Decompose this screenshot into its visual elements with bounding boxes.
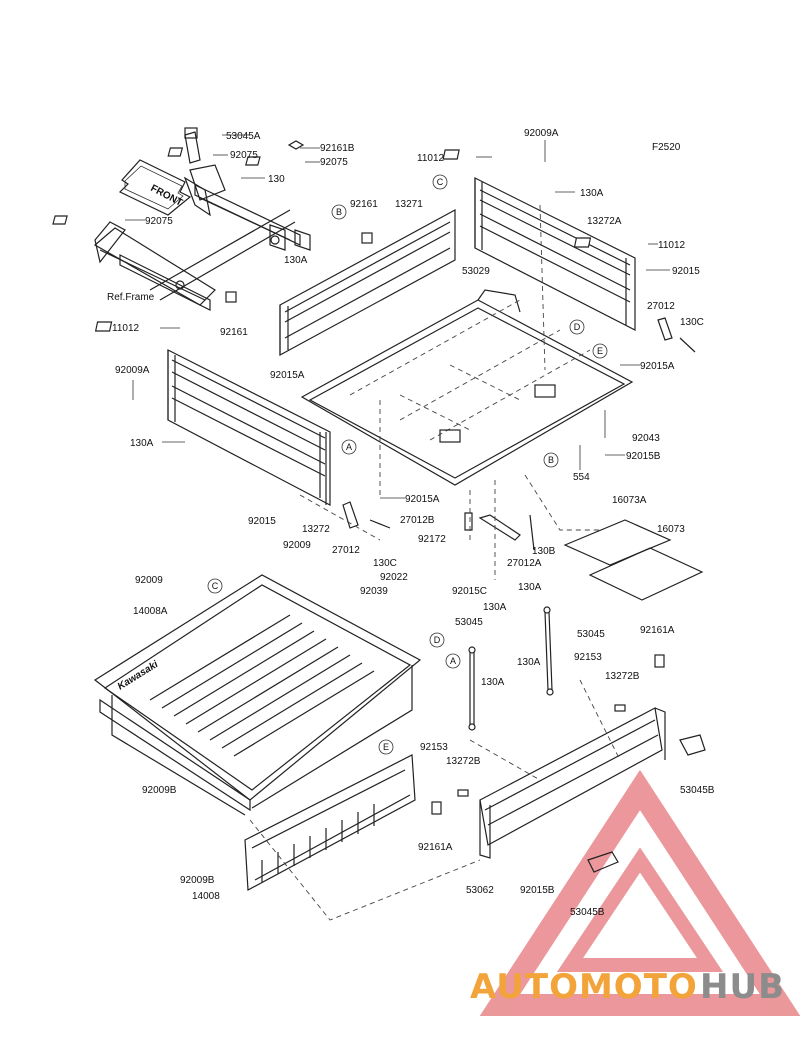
bed-brand-text: Kawasaki — [116, 659, 161, 693]
part-label: 53062 — [466, 885, 494, 896]
rubber-caps — [52, 140, 373, 303]
ref-circle-label: D — [434, 635, 441, 645]
part-label: 130A — [481, 677, 505, 688]
part-label: 130 — [268, 174, 285, 185]
part-label: 53045 — [455, 617, 483, 628]
part-label: 92015 — [672, 266, 700, 277]
part-label: 92153 — [574, 652, 602, 663]
bed-tub: Kawasaki — [93, 574, 422, 816]
part-label: 92172 — [418, 534, 446, 545]
frame-assembly: Ref.Frame — [93, 127, 311, 311]
part-label: 53045A — [226, 131, 261, 142]
part-label: 130C — [680, 317, 704, 328]
part-label: 16073 — [657, 524, 685, 535]
front-arrow-icon: FRONT — [118, 159, 192, 216]
part-label: 92009 — [283, 540, 311, 551]
deck-frame — [300, 289, 634, 486]
ref-circle-label: B — [336, 207, 342, 217]
part-label: 13271 — [395, 199, 423, 210]
part-label: 92161 — [220, 327, 248, 338]
ref-circle-label: A — [346, 442, 352, 452]
figure-code: F2520 — [652, 142, 681, 153]
ref-circle-label: C — [437, 177, 444, 187]
part-label: 92153 — [420, 742, 448, 753]
part-label: 92009 — [135, 575, 163, 586]
part-label: 27012 — [332, 545, 360, 556]
part-label: 27012A — [507, 558, 542, 569]
part-label: 92075 — [145, 216, 173, 227]
part-label: 130A — [518, 582, 542, 593]
left-side-panel — [94, 321, 331, 506]
rear-tailgate — [479, 707, 706, 873]
part-label: 53045B — [570, 907, 605, 918]
right-side-panel — [442, 149, 636, 331]
part-label: 130A — [284, 255, 308, 266]
part-label: 92161B — [320, 143, 355, 154]
watermark-text-secondary: HUB — [700, 967, 785, 1007]
part-label: 92015B — [520, 885, 555, 896]
part-label: 16073A — [612, 495, 647, 506]
part-label: 554 — [573, 472, 590, 483]
bed-ribs — [149, 614, 375, 757]
part-label: 92015C — [452, 586, 487, 597]
ref-circle-label: B — [548, 455, 554, 465]
part-label: 92009A — [524, 128, 559, 139]
ref-frame-label: Ref.Frame — [107, 292, 155, 303]
part-label: 92009B — [142, 785, 177, 796]
tailgate-panel — [244, 754, 416, 891]
part-label: 53029 — [462, 266, 490, 277]
watermark-text-primary: AUTOMOTO — [470, 967, 698, 1007]
part-label: 92015A — [640, 361, 675, 372]
part-label: 92161 — [350, 199, 378, 210]
part-label: 53045 — [577, 629, 605, 640]
part-label: 130A — [517, 657, 541, 668]
reference-circles: C B D E A B C D A E — [207, 174, 608, 755]
part-label: 13272B — [446, 756, 481, 767]
part-label: 92015B — [626, 451, 661, 462]
part-label: 14008 — [192, 891, 220, 902]
watermark: AUTOMOTO HUB — [470, 967, 785, 1007]
part-label: 11012 — [417, 153, 445, 164]
part-label: 92161A — [418, 842, 453, 853]
part-label: 13272A — [587, 216, 622, 227]
part-label: 130A — [130, 438, 154, 449]
part-label: 14008A — [133, 606, 168, 617]
ref-circle-label: C — [212, 581, 219, 591]
part-label: 92009B — [180, 875, 215, 886]
front-panel — [279, 208, 456, 357]
part-label: 11012 — [112, 323, 140, 334]
ref-circle-label: A — [450, 656, 456, 666]
part-label: 92009A — [115, 365, 150, 376]
part-label: 53045B — [680, 785, 715, 796]
part-label: 92043 — [632, 433, 660, 444]
part-label: 92161A — [640, 625, 675, 636]
part-label: 13272B — [605, 671, 640, 682]
part-label: 11012 — [658, 240, 686, 251]
part-label: 130B — [532, 546, 556, 557]
part-label: 92022 — [380, 572, 408, 583]
part-label: 92075 — [230, 150, 258, 161]
part-number-labels: 53045A 92075 92161B 92075 130 92161 1327… — [112, 128, 715, 918]
watermark-logo-icon — [479, 769, 800, 1016]
part-label: 92015 — [248, 516, 276, 527]
part-label: 27012 — [647, 301, 675, 312]
leader-lines — [125, 134, 670, 921]
part-label: 92039 — [360, 586, 388, 597]
part-label: 130C — [373, 558, 397, 569]
ref-circle-label: E — [383, 742, 389, 752]
ref-circle-label: E — [597, 346, 603, 356]
part-label: 130A — [580, 188, 604, 199]
part-label: 92015A — [405, 494, 440, 505]
ref-circle-label: D — [574, 322, 581, 332]
part-label: 13272 — [302, 524, 330, 535]
brackets — [342, 317, 696, 551]
support-cables — [431, 606, 665, 815]
part-label: 130A — [483, 602, 507, 613]
part-label: 92015A — [270, 370, 305, 381]
part-label: 27012B — [400, 515, 435, 526]
part-label: 92075 — [320, 157, 348, 168]
floor-mats — [563, 519, 704, 601]
